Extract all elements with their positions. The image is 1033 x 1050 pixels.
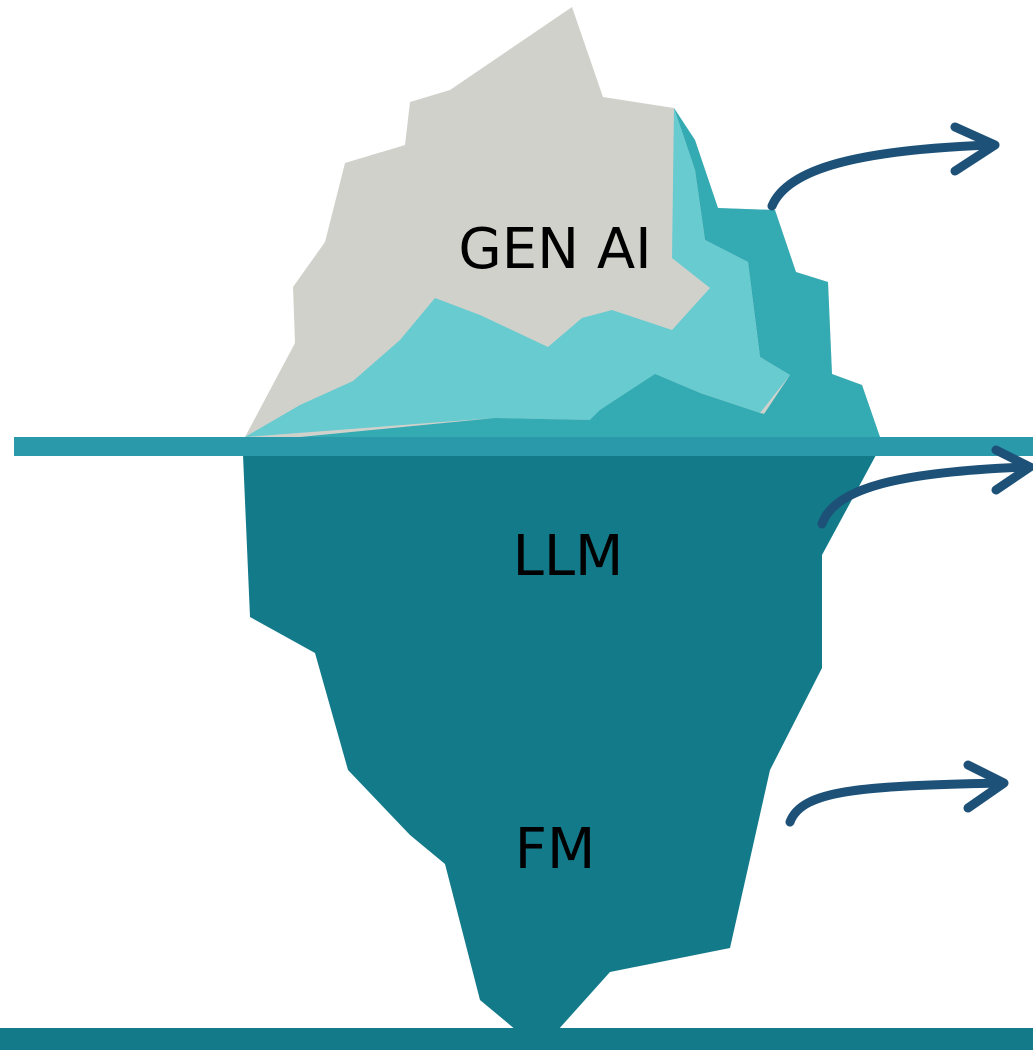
arrow-genai-head	[950, 122, 1000, 176]
iceberg-tip-light	[245, 108, 790, 437]
arrow-fm-head	[963, 760, 1009, 813]
arrow-llm-shaft	[817, 462, 1030, 529]
waterline	[14, 437, 1033, 456]
iceberg-tip-base	[300, 374, 880, 437]
arrow-genai-shaft	[767, 140, 995, 211]
label-llm: LLM	[513, 524, 624, 589]
arrow-icon-genai	[767, 122, 1000, 211]
arrow-llm-head	[991, 445, 1033, 495]
arrow-icon-llm	[817, 445, 1033, 529]
arrow-fm-shaft	[785, 778, 1005, 827]
label-gen-ai: GEN AI	[458, 217, 651, 282]
iceberg-underwater	[243, 455, 876, 1050]
label-fm: FM	[515, 817, 596, 882]
seabed-line	[0, 1028, 1033, 1050]
arrow-icon-fm	[785, 760, 1009, 827]
iceberg-tip-shadow	[560, 108, 880, 437]
